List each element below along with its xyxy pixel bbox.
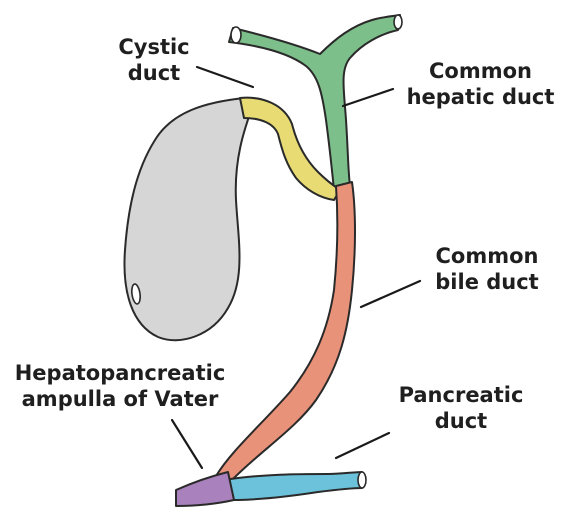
label-cystic-duct: Cystic duct: [108, 34, 200, 86]
leader-common-bile-duct: [359, 279, 422, 309]
label-common-hepatic-duct-line2: hepatic duct: [406, 85, 555, 109]
label-common-bile-duct: Common bile duct: [420, 243, 554, 295]
label-pancreatic-duct-line1: Pancreatic: [398, 383, 524, 407]
leader-pancreatic-duct: [334, 431, 391, 460]
common-hepatic-duct: [228, 14, 401, 191]
label-pancreatic-duct-line2: duct: [434, 409, 488, 433]
label-pancreatic-duct: Pancreatic duct: [386, 382, 536, 434]
label-common-bile-duct-line1: Common: [435, 244, 539, 268]
pancreatic-duct: [223, 471, 363, 501]
label-hepatopancreatic-ampulla: Hepatopancreatic ampulla of Vater: [4, 360, 236, 412]
right-hepatic-duct-end: [230, 26, 242, 44]
pancreatic-duct-end: [357, 471, 367, 489]
left-hepatic-duct-end: [393, 14, 403, 30]
gallbladder: [123, 97, 253, 342]
gallbladder-highlight: [131, 283, 141, 305]
label-cystic-duct-line2: duct: [127, 61, 181, 85]
label-cystic-duct-line1: Cystic: [118, 35, 190, 59]
label-common-bile-duct-line2: bile duct: [435, 270, 539, 294]
leader-ampulla: [170, 418, 204, 470]
leader-common-hepatic-duct: [341, 87, 395, 108]
hepatopancreatic-ampulla: [175, 471, 235, 507]
label-ampulla-line2: ampulla of Vater: [21, 387, 219, 411]
leader-cystic-duct: [195, 65, 255, 89]
label-common-hepatic-duct-line1: Common: [429, 59, 532, 83]
label-ampulla-line1: Hepatopancreatic: [14, 361, 226, 385]
label-common-hepatic-duct: Common hepatic duct: [398, 58, 563, 110]
